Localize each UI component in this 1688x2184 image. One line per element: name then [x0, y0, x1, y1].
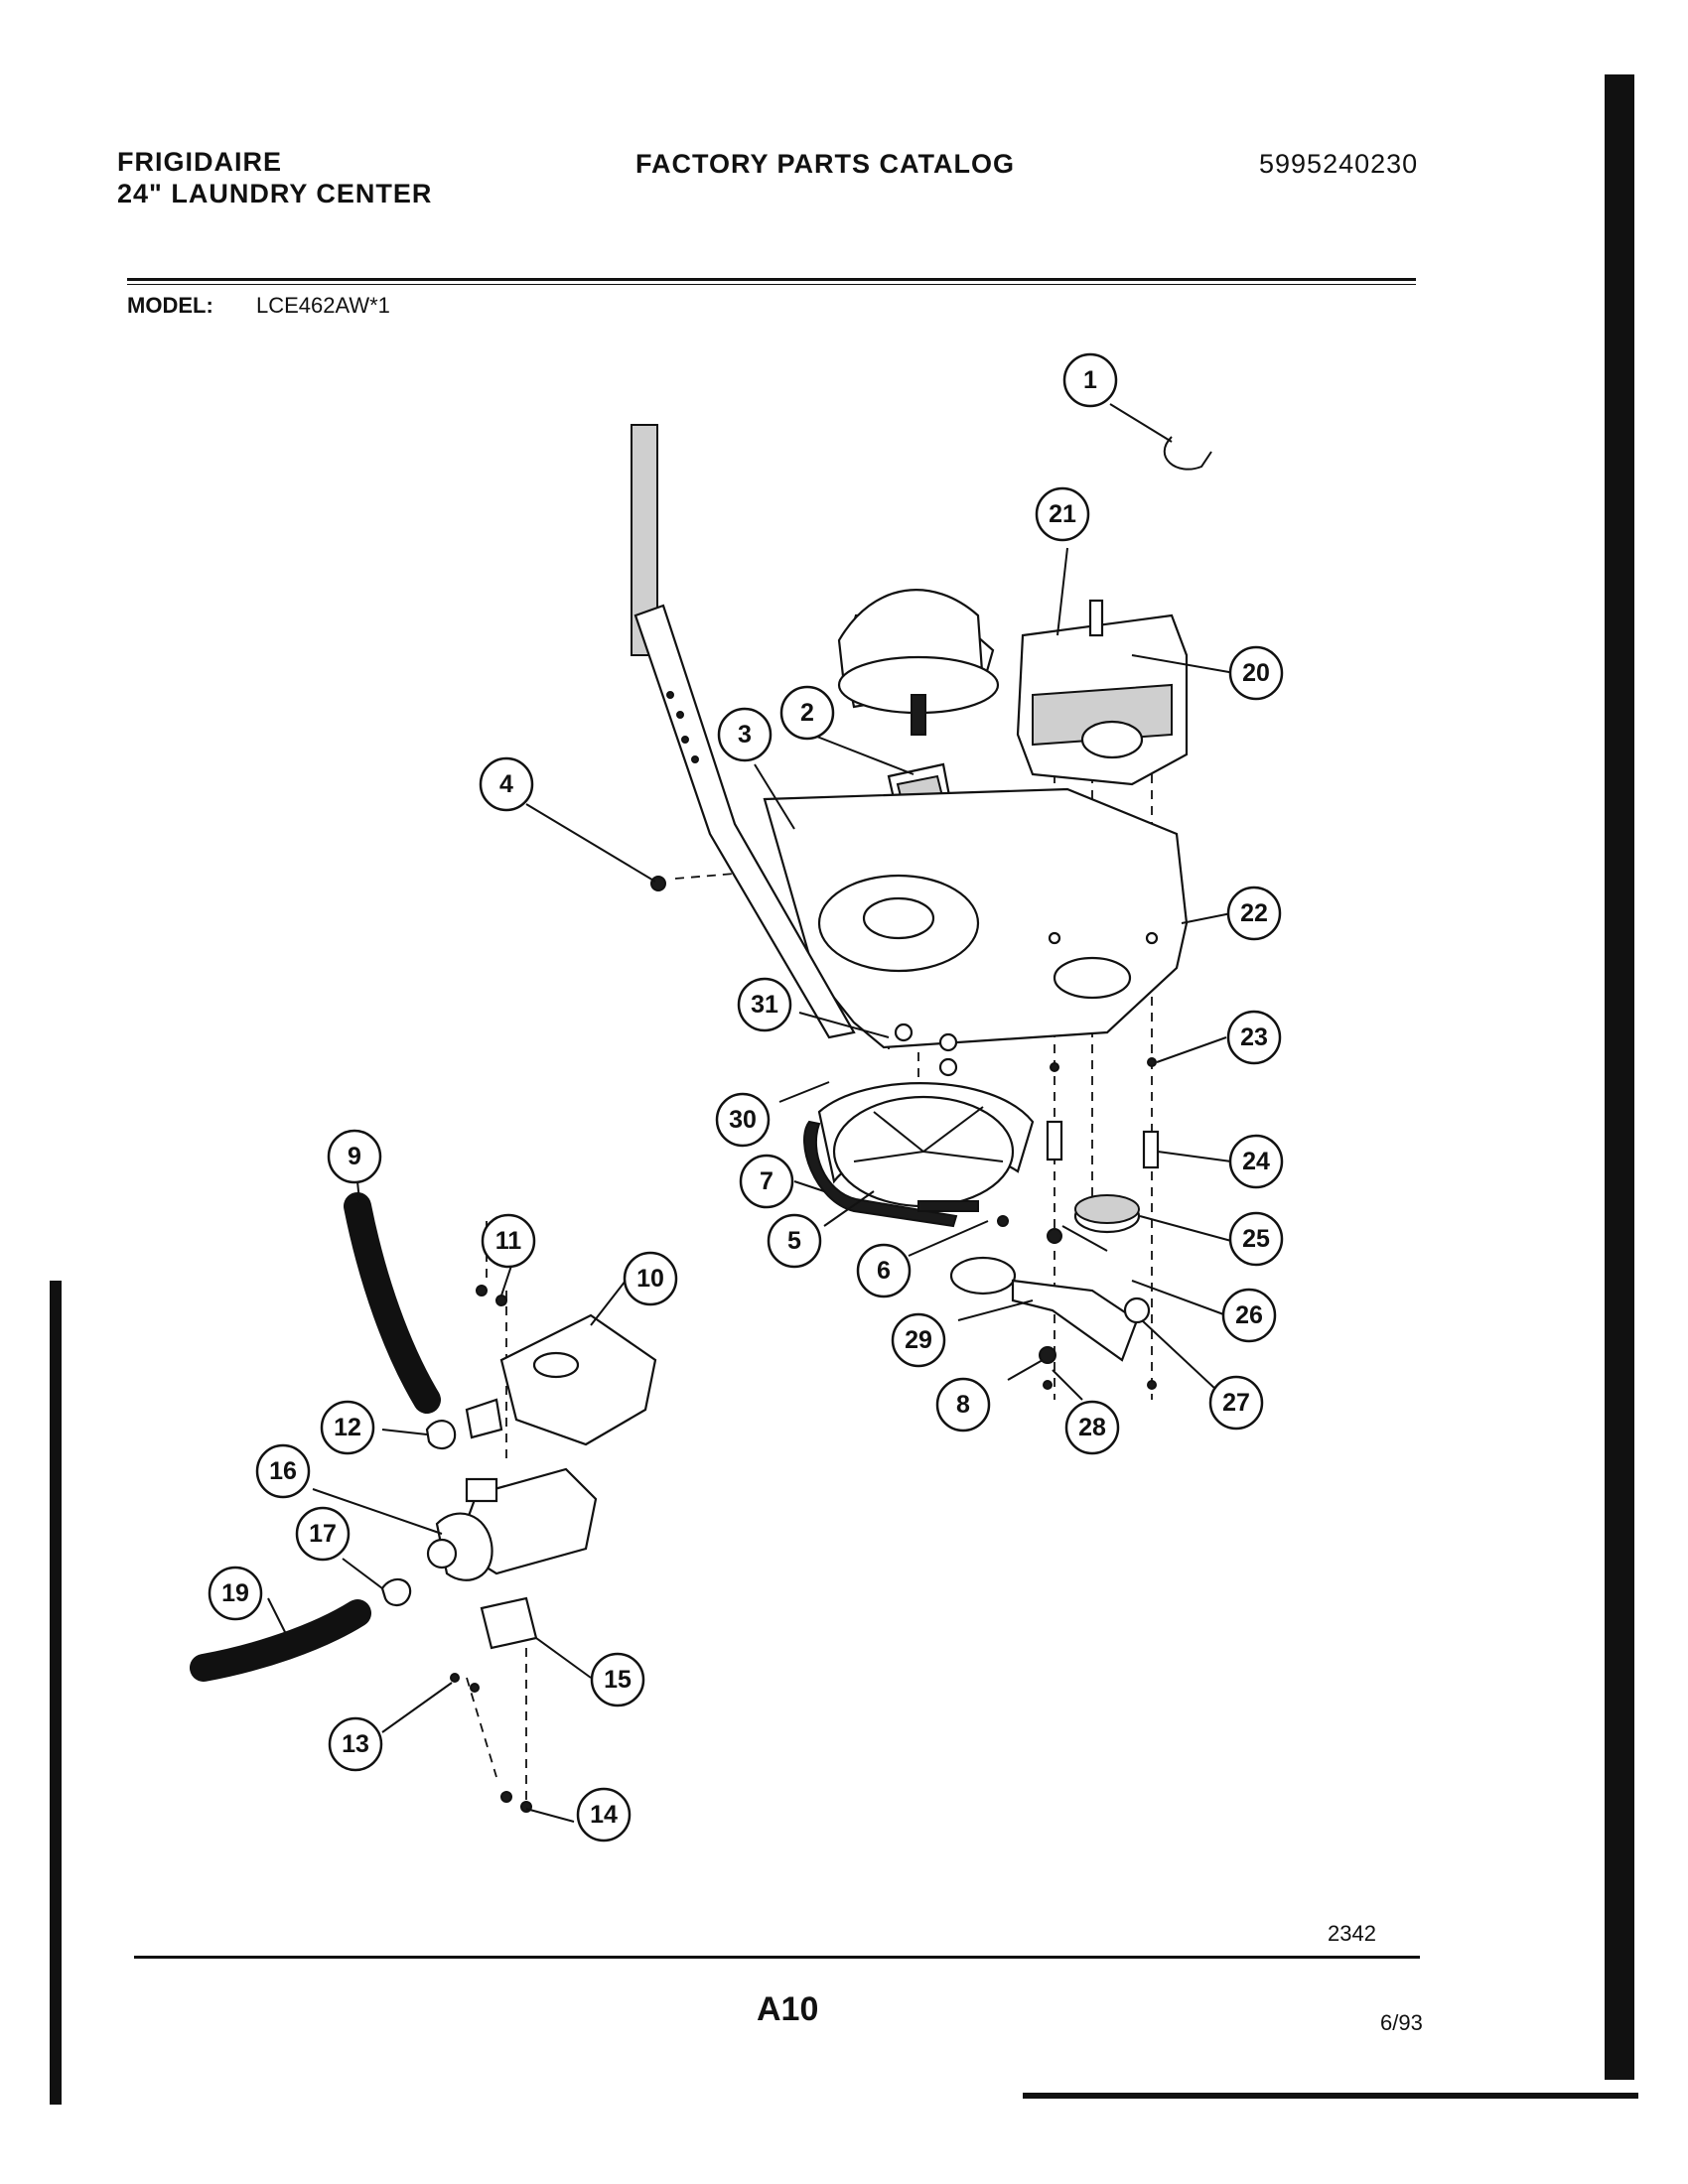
svg-text:12: 12: [334, 1414, 361, 1441]
callout-23: 23: [1226, 1010, 1282, 1065]
hoses: [190, 1192, 441, 1682]
callout-13: 13: [328, 1716, 383, 1772]
callout-1: 1: [1062, 352, 1118, 408]
svg-text:29: 29: [905, 1326, 932, 1354]
callout-3: 3: [717, 707, 773, 762]
svg-text:19: 19: [221, 1579, 249, 1607]
svg-text:8: 8: [956, 1391, 970, 1419]
callout-15: 15: [590, 1652, 645, 1707]
callout-8: 8: [935, 1377, 991, 1433]
svg-text:3: 3: [738, 721, 752, 749]
callout-10: 10: [623, 1251, 678, 1306]
svg-text:22: 22: [1240, 899, 1268, 927]
nut: [650, 876, 666, 891]
transmission-assembly: [631, 424, 1000, 736]
callout-19: 19: [208, 1566, 263, 1621]
svg-text:13: 13: [342, 1730, 369, 1758]
svg-text:20: 20: [1242, 659, 1270, 687]
svg-text:24: 24: [1242, 1148, 1270, 1175]
svg-text:14: 14: [590, 1801, 618, 1829]
svg-text:16: 16: [269, 1457, 297, 1485]
callout-4: 4: [479, 756, 534, 812]
callout-30: 30: [715, 1092, 771, 1148]
callout-26: 26: [1221, 1288, 1277, 1343]
svg-text:4: 4: [499, 770, 513, 798]
svg-text:21: 21: [1049, 500, 1076, 528]
callout-21: 21: [1035, 486, 1090, 542]
model-label: MODEL:: [127, 293, 213, 318]
mounting-plate: [763, 787, 1189, 1049]
svg-text:10: 10: [636, 1265, 664, 1293]
scan-edge-left: [50, 1281, 62, 2105]
svg-text:30: 30: [729, 1106, 757, 1134]
footer-rule: [134, 1956, 1420, 1959]
callout-2: 2: [779, 685, 835, 741]
callout-6: 6: [856, 1243, 912, 1298]
motor: [1016, 599, 1189, 786]
svg-text:15: 15: [604, 1666, 632, 1694]
callout-labels: 1 2 3 4 5 6 7 8 9 10 11 12 13 14 15 16 1…: [208, 352, 1284, 1843]
svg-text:26: 26: [1235, 1301, 1263, 1329]
header-rule: [127, 278, 1416, 281]
svg-text:6: 6: [877, 1257, 891, 1285]
callout-20: 20: [1228, 645, 1284, 701]
svg-text:25: 25: [1242, 1225, 1270, 1253]
svg-text:17: 17: [309, 1520, 337, 1548]
svg-text:27: 27: [1222, 1389, 1250, 1417]
callout-31: 31: [737, 977, 792, 1032]
svg-text:1: 1: [1083, 366, 1097, 394]
brand-name: FRIGIDAIRE: [117, 147, 283, 177]
callout-7: 7: [739, 1154, 794, 1209]
callout-11: 11: [481, 1213, 536, 1269]
diagram-number: 2342: [1328, 1921, 1376, 1946]
callout-22: 22: [1226, 886, 1282, 941]
header-rule-2: [127, 284, 1416, 285]
catalog-title: FACTORY PARTS CATALOG: [635, 149, 1016, 179]
callout-24: 24: [1228, 1134, 1284, 1189]
callout-12: 12: [320, 1400, 375, 1455]
callout-9: 9: [327, 1129, 382, 1184]
callout-29: 29: [891, 1312, 946, 1368]
scan-edge-bottom: [1023, 2093, 1638, 2099]
catalog-number: 5995240230: [1259, 149, 1419, 179]
callout-14: 14: [576, 1787, 632, 1843]
product-name: 24" LAUNDRY CENTER: [117, 179, 433, 208]
scan-edge-right: [1605, 74, 1634, 2080]
svg-text:5: 5: [787, 1227, 801, 1255]
page-label: A10: [757, 1990, 819, 2028]
svg-text:11: 11: [495, 1227, 522, 1255]
svg-text:2: 2: [800, 699, 814, 727]
callout-16: 16: [255, 1443, 311, 1499]
water-valve-assembly: [380, 1285, 657, 1813]
clip: [1163, 436, 1212, 471]
svg-text:7: 7: [760, 1167, 774, 1195]
bracket-strip: [633, 604, 856, 1039]
callout-25: 25: [1228, 1211, 1284, 1267]
callout-28: 28: [1064, 1400, 1120, 1455]
callout-5: 5: [767, 1213, 822, 1269]
pulley-assembly: [803, 1023, 1160, 1390]
print-date: 6/93: [1380, 2010, 1423, 2035]
svg-text:9: 9: [348, 1143, 361, 1170]
model-value: LCE462AW*1: [256, 293, 390, 318]
callout-27: 27: [1208, 1375, 1264, 1431]
callout-17: 17: [295, 1506, 351, 1562]
svg-text:28: 28: [1078, 1414, 1106, 1441]
svg-text:23: 23: [1240, 1024, 1268, 1051]
svg-text:31: 31: [751, 991, 778, 1019]
